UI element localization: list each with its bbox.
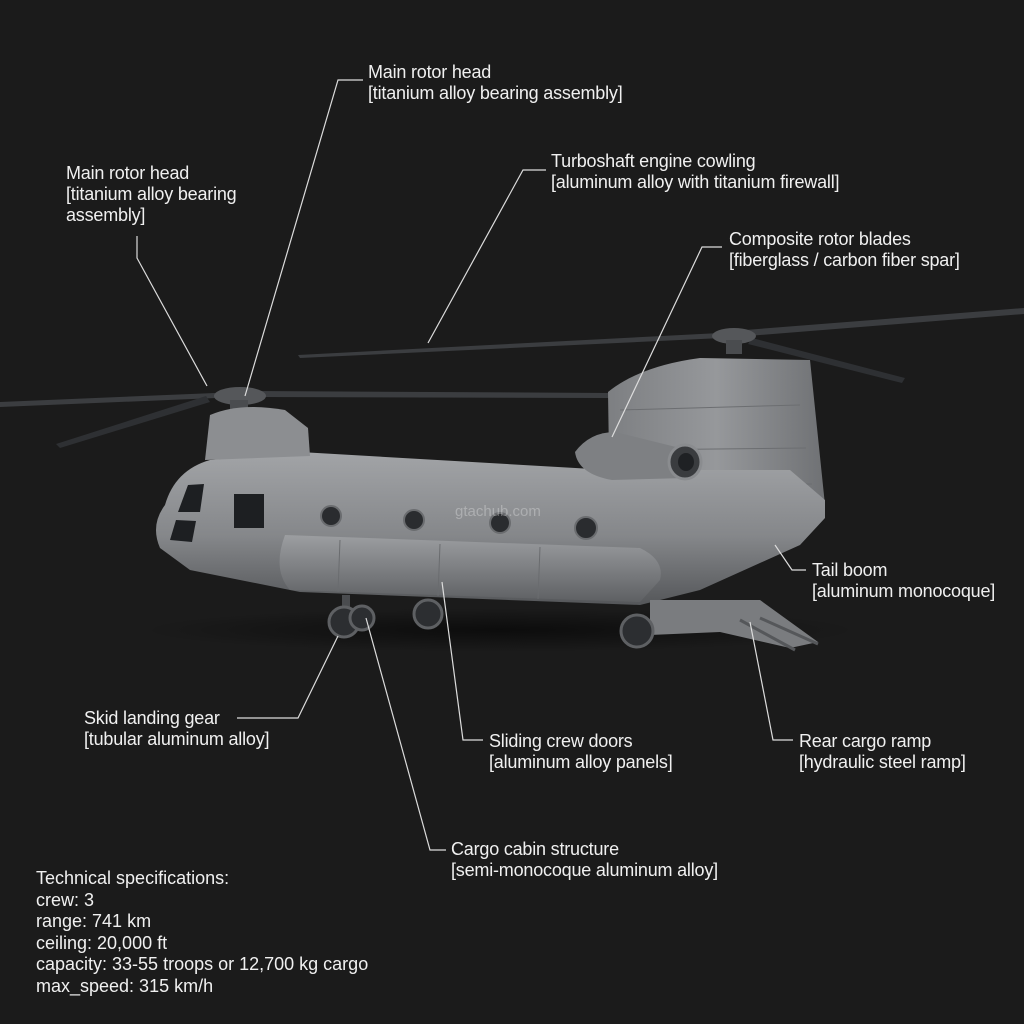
callout-material: [fiberglass / carbon fiber spar] [729,250,960,270]
leader-line-rotor-head-left [136,236,208,387]
callout-title: Cargo cabin structure [451,839,619,859]
rear-rotor [298,308,1024,383]
callout-material: [titanium alloy bearing assembly] [66,184,237,225]
specs-heading: Technical specifications: [36,868,230,888]
leader-line-rotor-blades [611,246,722,438]
callout-rotor-head-top: Main rotor head [titanium alloy bearing … [368,62,623,104]
spec-line: range: 741 km [36,911,152,931]
spec-line: max_speed: 315 km/h [36,975,214,996]
front-pylon [205,406,310,460]
watermark: gtachub.com [455,503,541,520]
spec-line: crew: 3 [36,889,95,910]
porthole [320,505,342,527]
leader-line-rotor-head-top [244,79,363,397]
callout-landing-gear: Skid landing gear [tubular aluminum allo… [84,708,269,750]
cockpit-window [170,520,196,542]
callout-material: [aluminum monocoque] [812,581,996,601]
porthole [489,512,511,534]
callout-material: [aluminum alloy panels] [489,752,673,772]
side-pod [279,535,661,602]
callout-title: Main rotor head [66,163,190,183]
callout-material: [hydraulic steel ramp] [799,752,966,772]
callout-material: [semi-monocoque aluminum alloy] [451,860,718,880]
leader-line-cargo-ramp [749,621,793,741]
callout-title: Main rotor head [368,62,492,82]
leader-line-tail-boom [774,544,806,571]
leader-lines [136,79,806,851]
engine-pod [575,432,703,481]
callout-engine-cowling: Turboshaft engine cowling [aluminum allo… [551,151,840,193]
callout-tail-boom: Tail boom [aluminum monocoque] [812,560,995,602]
porthole [403,509,425,531]
callout-title: Rear cargo ramp [799,731,932,751]
leader-line-crew-doors [441,581,483,741]
callout-title: Tail boom [812,560,888,580]
callout-rotor-head-left: Main rotor head [titanium alloy bearing … [66,163,266,226]
callout-cargo-ramp: Rear cargo ramp [hydraulic steel ramp] [799,731,966,773]
callout-crew-doors: Sliding crew doors [aluminum alloy panel… [489,731,673,773]
cockpit-window [178,484,204,512]
leader-line-engine-cowling [427,169,546,344]
callout-material: [aluminum alloy with titanium firewall] [551,172,840,192]
technical-specifications: Technical specifications: crew: 3 range:… [36,868,368,997]
cargo-ramp [650,600,818,648]
side-window [234,494,264,528]
callout-title: Composite rotor blades [729,229,911,249]
callout-rotor-blades: Composite rotor blades [fiberglass / car… [729,229,960,271]
callout-material: [tubular aluminum alloy] [84,729,270,749]
front-rotor [0,387,610,448]
spec-line: capacity: 33-55 troops or 12,700 kg carg… [36,954,369,974]
callout-material: [titanium alloy bearing assembly] [368,83,623,103]
porthole [574,516,598,540]
spec-line: ceiling: 20,000 ft [36,932,168,953]
callout-title: Skid landing gear [84,708,220,728]
callout-title: Sliding crew doors [489,731,633,751]
callout-title: Turboshaft engine cowling [551,151,756,171]
leader-line-cabin-structure [365,617,446,851]
callout-cabin-structure: Cargo cabin structure [semi-monocoque al… [451,839,718,881]
leader-line-landing-gear [237,635,339,719]
